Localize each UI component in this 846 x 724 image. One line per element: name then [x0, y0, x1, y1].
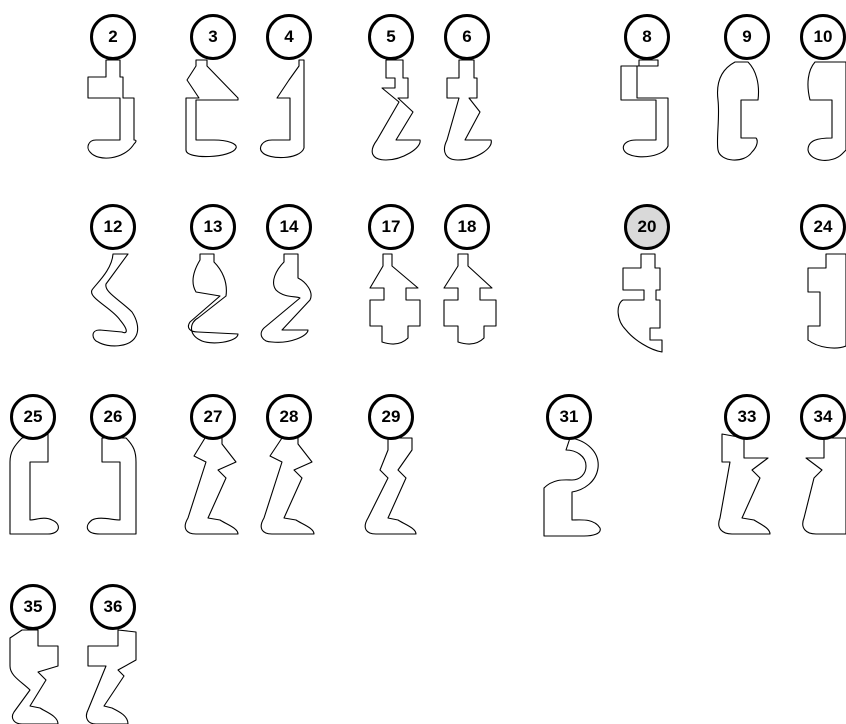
stitch-number: 36 [104, 597, 123, 617]
stitch-number: 33 [738, 407, 757, 427]
stitch-glyph-4 [260, 60, 304, 158]
stitch-glyph-29 [365, 438, 416, 534]
stitch-number: 35 [24, 597, 43, 617]
stitch-glyph-6 [444, 60, 491, 160]
stitch-glyph-13 [188, 254, 238, 343]
stitch-glyph-12 [92, 254, 138, 346]
stitch-number: 12 [104, 217, 123, 237]
stitch-glyph-35 [10, 630, 58, 724]
stitch-glyph-9 [717, 62, 758, 160]
stitch-button-34[interactable]: 34 [800, 394, 846, 440]
stitch-button-26[interactable]: 26 [90, 394, 136, 440]
stitch-button-28[interactable]: 28 [266, 394, 312, 440]
stitch-number: 25 [24, 407, 43, 427]
stitch-glyph-8 [621, 60, 668, 157]
stitch-glyph-26 [87, 438, 136, 534]
stitch-button-2[interactable]: 2 [90, 14, 136, 60]
stitch-number: 5 [386, 27, 395, 47]
stitch-button-9[interactable]: 9 [724, 14, 770, 60]
stitch-button-12[interactable]: 12 [90, 204, 136, 250]
stitch-button-3[interactable]: 3 [190, 14, 236, 60]
stitch-button-8[interactable]: 8 [624, 14, 670, 60]
stitch-glyph-36 [86, 630, 136, 724]
stitch-glyph-34 [803, 438, 846, 534]
stitch-number: 29 [382, 407, 401, 427]
stitch-button-27[interactable]: 27 [190, 394, 236, 440]
stitch-button-24[interactable]: 24 [800, 204, 846, 250]
stitch-button-35[interactable]: 35 [10, 584, 56, 630]
stitch-number: 26 [104, 407, 123, 427]
stitch-glyph-20 [618, 254, 662, 352]
stitch-number: 9 [742, 27, 751, 47]
stitch-button-13[interactable]: 13 [190, 204, 236, 250]
stitch-number: 24 [814, 217, 833, 237]
stitch-glyph-2 [88, 60, 136, 158]
stitch-button-5[interactable]: 5 [368, 14, 414, 60]
stitch-glyph-28 [261, 438, 314, 534]
stitch-number: 18 [458, 217, 477, 237]
stitch-glyph-14 [261, 254, 311, 342]
stitch-glyph-5 [372, 60, 420, 160]
stitch-button-4[interactable]: 4 [266, 14, 312, 60]
stitch-button-25[interactable]: 25 [10, 394, 56, 440]
stitch-glyph-25 [10, 434, 58, 534]
stitch-number: 34 [814, 407, 833, 427]
stitch-glyph-10 [808, 62, 846, 160]
stitch-number: 2 [108, 27, 117, 47]
stitch-button-29[interactable]: 29 [368, 394, 414, 440]
stitch-number: 20 [638, 217, 657, 237]
stitch-number: 6 [462, 27, 471, 47]
stitch-number: 27 [204, 407, 223, 427]
stitch-number: 3 [208, 27, 217, 47]
stitch-button-36[interactable]: 36 [90, 584, 136, 630]
stitch-button-17[interactable]: 17 [368, 204, 414, 250]
stitch-glyph-18 [444, 254, 496, 344]
stitch-glyph-27 [185, 438, 238, 534]
stitch-number: 4 [284, 27, 293, 47]
stitch-glyph-31 [544, 438, 600, 536]
stitch-number: 13 [204, 217, 223, 237]
stitch-button-6[interactable]: 6 [444, 14, 490, 60]
stitch-glyph-17 [370, 254, 420, 344]
stitch-number: 31 [560, 407, 579, 427]
stitch-number: 17 [382, 217, 401, 237]
stitch-button-18[interactable]: 18 [444, 204, 490, 250]
stitch-number: 28 [280, 407, 299, 427]
stitch-glyph-3 [186, 60, 238, 157]
stitch-glyph-24 [808, 254, 846, 348]
stitch-button-31[interactable]: 31 [546, 394, 592, 440]
stitch-glyph-33 [719, 434, 770, 534]
stitch-number: 10 [814, 27, 833, 47]
stitch-number: 8 [642, 27, 651, 47]
stitch-button-20[interactable]: 20 [624, 204, 670, 250]
stitch-number: 14 [280, 217, 299, 237]
stitch-button-33[interactable]: 33 [724, 394, 770, 440]
stitch-button-14[interactable]: 14 [266, 204, 312, 250]
stitch-button-10[interactable]: 10 [800, 14, 846, 60]
